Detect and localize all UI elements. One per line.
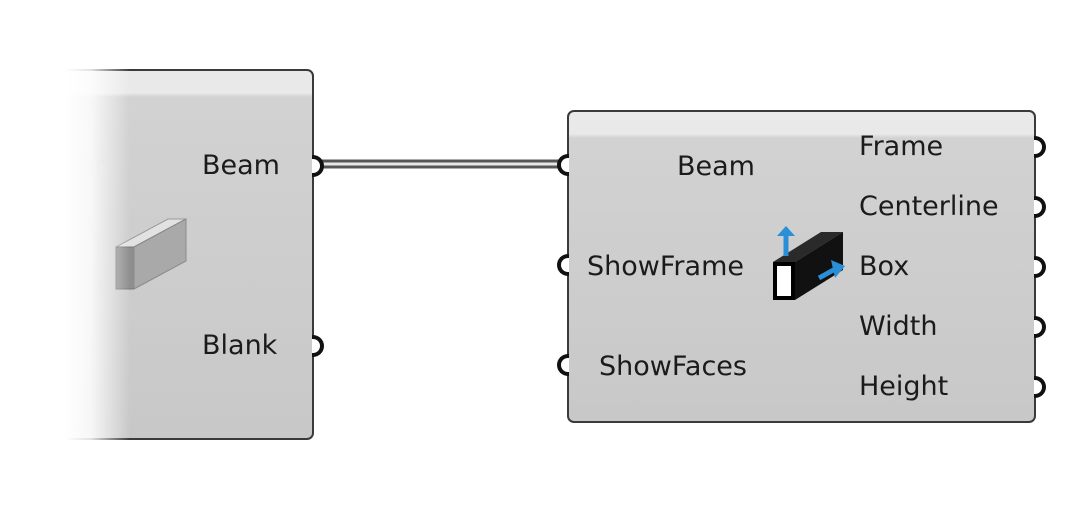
beam-source-component[interactable]: e or h nt y oj Beam Blank	[14, 69, 324, 440]
faded-input-label: nt	[78, 270, 106, 301]
output-label-height: Height	[859, 371, 949, 402]
output-grip-blank[interactable]	[312, 335, 324, 357]
output-grip-box[interactable]	[1034, 256, 1046, 278]
output-grip-centerline[interactable]	[1034, 196, 1046, 218]
beam-frame-icon	[773, 226, 845, 300]
faded-input-label: or	[78, 150, 106, 181]
input-label-beam: Beam	[677, 151, 755, 182]
output-grip-height[interactable]	[1034, 376, 1046, 398]
faded-input-label: oj	[78, 390, 103, 421]
input-grip-showframe[interactable]	[557, 254, 569, 276]
output-label-beam: Beam	[202, 150, 280, 181]
input-grip-beam[interactable]	[557, 154, 569, 176]
input-grip-showfaces[interactable]	[557, 354, 569, 376]
faded-input-label: h	[78, 210, 96, 241]
faded-input-label: e	[78, 90, 95, 121]
faded-input-label: y	[78, 330, 94, 361]
output-label-blank: Blank	[202, 330, 278, 361]
input-label-showfaces: ShowFaces	[599, 351, 747, 382]
output-grip-beam[interactable]	[312, 155, 324, 177]
output-label-width: Width	[859, 311, 938, 342]
output-grip-frame[interactable]	[1034, 136, 1046, 158]
output-label-frame: Frame	[859, 131, 944, 162]
output-label-centerline: Centerline	[859, 191, 999, 222]
beam-deconstruct-component[interactable]: Beam ShowFrame ShowFaces Frame Centerlin…	[557, 110, 1046, 423]
output-label-box: Box	[859, 251, 910, 282]
beam-icon	[115, 218, 187, 290]
input-label-showframe: ShowFrame	[587, 251, 744, 282]
output-grip-width[interactable]	[1034, 316, 1046, 338]
